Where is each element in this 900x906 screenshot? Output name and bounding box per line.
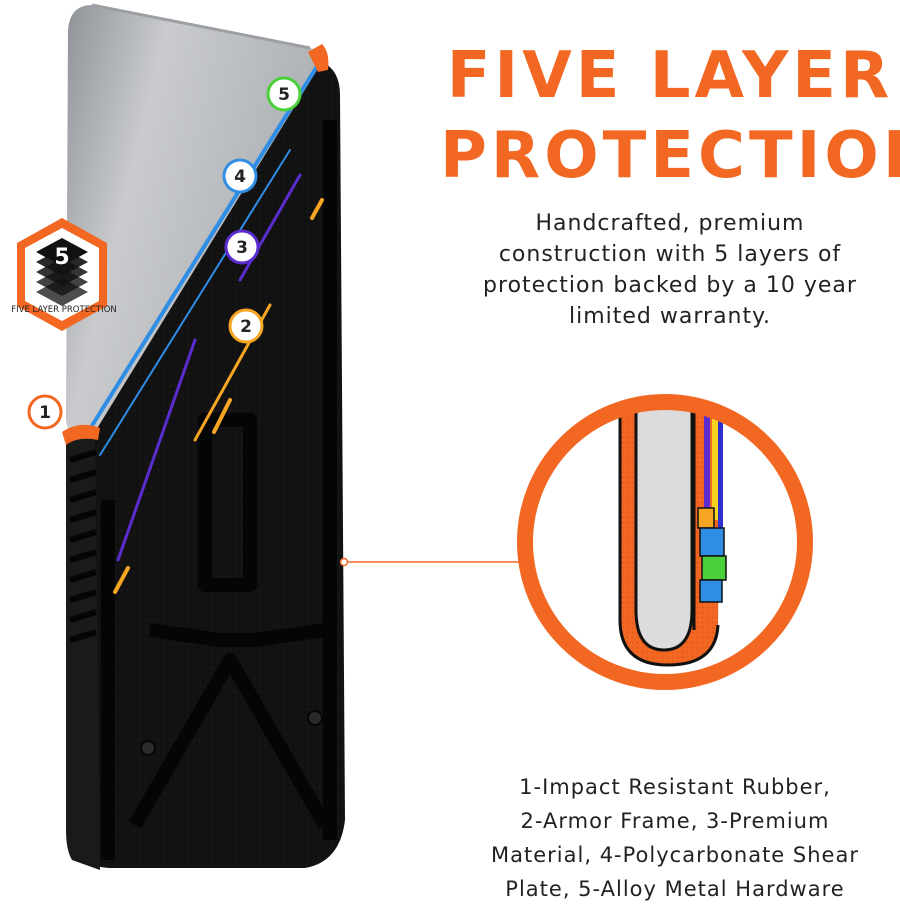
- five-layer-badge-logo: 5 FIVE LAYER PROTECTION: [11, 218, 117, 331]
- layer-marker-1: 1: [27, 394, 63, 430]
- badge-logo-text: FIVE LAYER PROTECTION: [11, 305, 117, 315]
- legend-line: Material, 4-Polycarbonate Shear: [491, 843, 859, 867]
- layer-edge-lines: [86, 66, 324, 594]
- cross-section-detail: [517, 394, 813, 690]
- legend-line: Plate, 5-Alloy Metal Hardware: [505, 877, 845, 901]
- case-screws: [140, 710, 323, 756]
- intro-line: limited warranty.: [569, 304, 771, 329]
- page-headline: FIVE LAYER PROTECTION: [440, 36, 900, 196]
- layer-marker-2: 2: [228, 308, 264, 344]
- layer-marker-1-number: 1: [39, 403, 51, 423]
- corner-bumpers: [62, 44, 329, 445]
- callout-leader: [339, 557, 520, 567]
- intro-line: Handcrafted, premium: [535, 211, 805, 236]
- rubber-grip: [66, 432, 100, 870]
- layer-marker-2-number: 2: [240, 317, 252, 337]
- layer-marker-3: 3: [224, 229, 260, 265]
- intro-paragraph: Handcrafted, premium construction with 5…: [470, 208, 870, 332]
- armor-frame: [101, 120, 337, 860]
- intro-line: construction with 5 layers of: [498, 242, 842, 267]
- layer-marker-4: 4: [222, 158, 258, 194]
- legend-line: 1-Impact Resistant Rubber,: [519, 775, 831, 799]
- layer-marker-3-number: 3: [236, 238, 248, 258]
- layer-marker-5-number: 5: [278, 85, 290, 105]
- layer-marker-5: 5: [266, 76, 302, 112]
- legend-line: 2-Armor Frame, 3-Premium: [520, 809, 830, 833]
- headline-line-2: PROTECTION: [440, 119, 900, 193]
- layer-legend: 1-Impact Resistant Rubber, 2-Armor Frame…: [460, 770, 890, 906]
- headline-line-1: FIVE LAYER: [446, 39, 894, 113]
- phone-body: [66, 3, 330, 440]
- case-body: [66, 62, 345, 870]
- badge-logo-glyph: 5: [54, 245, 69, 270]
- intro-line: protection backed by a 10 year: [483, 273, 857, 298]
- layer-marker-4-number: 4: [234, 167, 246, 187]
